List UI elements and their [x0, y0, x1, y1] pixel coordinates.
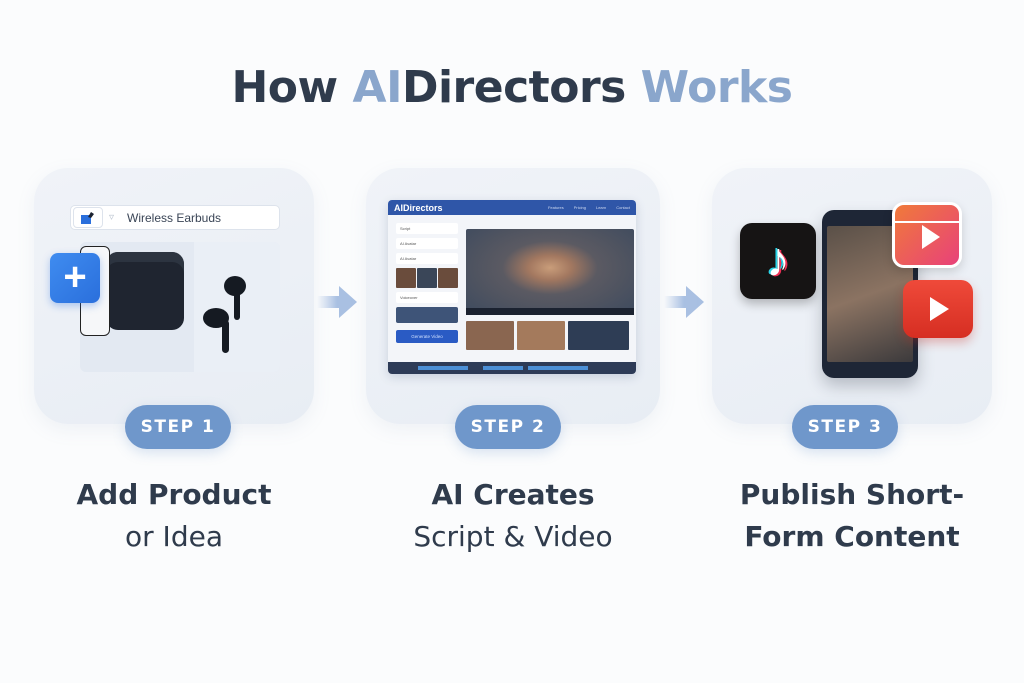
page-title: How AIDirectors Works [0, 62, 1024, 113]
sidebar-item-avatar-select[interactable]: AI Avatar [396, 253, 458, 264]
step-3-title-line1: Publish Short- [739, 478, 965, 511]
title-accent: Works [640, 62, 793, 113]
step-3-title-line2: Form Content [744, 520, 960, 553]
title-text: How [231, 62, 353, 113]
youtube-shorts-icon [903, 280, 973, 338]
step-1-title-light: or Idea [125, 520, 223, 553]
sidebar-item-voiceover[interactable]: Voiceover [396, 292, 458, 303]
title-text: Directors [401, 62, 641, 113]
nav-item[interactable]: Contact [616, 205, 630, 210]
reels-icon [892, 202, 962, 268]
step-2-title-bold: AI Creates [431, 478, 595, 511]
product-search-bar[interactable]: ▿ Wireless Earbuds [70, 205, 280, 230]
step-1-badge: STEP 1 [125, 405, 231, 449]
step-1-title: Add Product or Idea [34, 474, 314, 558]
arrow-right-icon [317, 286, 357, 318]
mic-icon[interactable]: ▿ [109, 212, 115, 223]
app-sidebar: Script AI Avatar AI Avatar Voiceover Gen… [396, 223, 458, 343]
nav-item[interactable]: Learn [595, 205, 607, 210]
generate-video-button[interactable]: Generate Video [396, 330, 458, 343]
avatar-options[interactable] [396, 268, 458, 288]
step-2-title-light: Script & Video [413, 520, 613, 553]
arrow-right-icon [664, 286, 704, 318]
voice-waveform [396, 307, 458, 323]
app-topbar: AIDirectors Features Pricing Learn Conta… [388, 200, 636, 215]
add-product-button[interactable]: + [50, 253, 100, 303]
earbuds-case-image [106, 252, 184, 330]
sidebar-item-avatar[interactable]: AI Avatar [396, 238, 458, 249]
earbuds-image [203, 276, 246, 353]
app-logo: AIDirectors [394, 202, 443, 213]
nav-item[interactable]: Features [547, 205, 564, 210]
video-preview[interactable] [466, 229, 634, 315]
sidebar-item-script[interactable]: Script [396, 223, 458, 234]
scene-thumbnails[interactable] [466, 321, 629, 350]
search-value: Wireless Earbuds [127, 210, 222, 225]
brand-logo-icon [73, 207, 103, 228]
step-3-title: Publish Short- Form Content [712, 474, 992, 558]
nav-item[interactable]: Pricing [573, 205, 586, 210]
step-1-title-bold: Add Product [76, 478, 272, 511]
plus-icon: + [63, 255, 87, 299]
app-mockup: AIDirectors Features Pricing Learn Conta… [388, 200, 636, 374]
step-3-badge: STEP 3 [792, 405, 898, 449]
tiktok-icon: ♪ [740, 223, 816, 299]
step-2-badge: STEP 2 [455, 405, 561, 449]
app-nav: Features Pricing Learn Contact [548, 205, 630, 210]
video-controls[interactable] [466, 308, 634, 315]
timeline[interactable] [388, 362, 636, 374]
step-2-title: AI Creates Script & Video [366, 474, 660, 558]
title-accent: AI [352, 62, 403, 113]
